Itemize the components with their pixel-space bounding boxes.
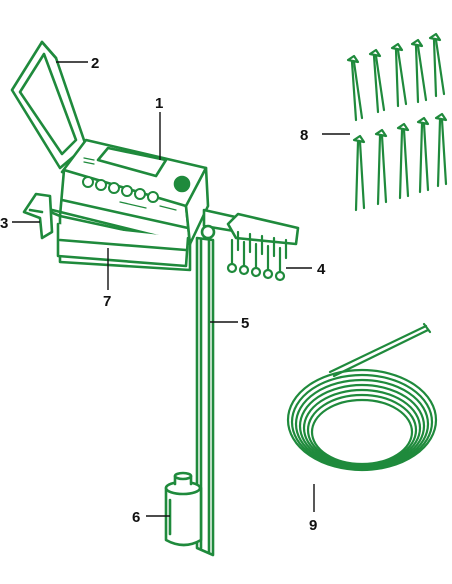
drip-stakes [346, 32, 448, 212]
timer-controller [58, 138, 210, 246]
callout-7: 7 [103, 293, 111, 310]
coiled-tubing [286, 322, 438, 472]
callout-3: 3 [0, 215, 8, 232]
callout-6: 6 [132, 509, 140, 526]
controller-base [34, 204, 192, 272]
side-clip [22, 192, 54, 240]
callout-5: 5 [241, 315, 249, 332]
water-filter [164, 471, 203, 547]
power-button [173, 175, 191, 193]
callout-1: 1 [155, 95, 163, 112]
leader-lines [12, 61, 350, 517]
callout-2: 2 [91, 55, 99, 72]
callout-labels: 1 2 3 4 5 6 7 8 9 [0, 55, 326, 534]
manifold [226, 212, 300, 282]
lcd-display [96, 146, 168, 178]
controller-lid [10, 40, 88, 170]
callout-8: 8 [300, 127, 308, 144]
callout-4: 4 [317, 261, 326, 278]
callout-9: 9 [309, 517, 317, 534]
support-stake [195, 236, 215, 557]
control-buttons [82, 176, 159, 203]
